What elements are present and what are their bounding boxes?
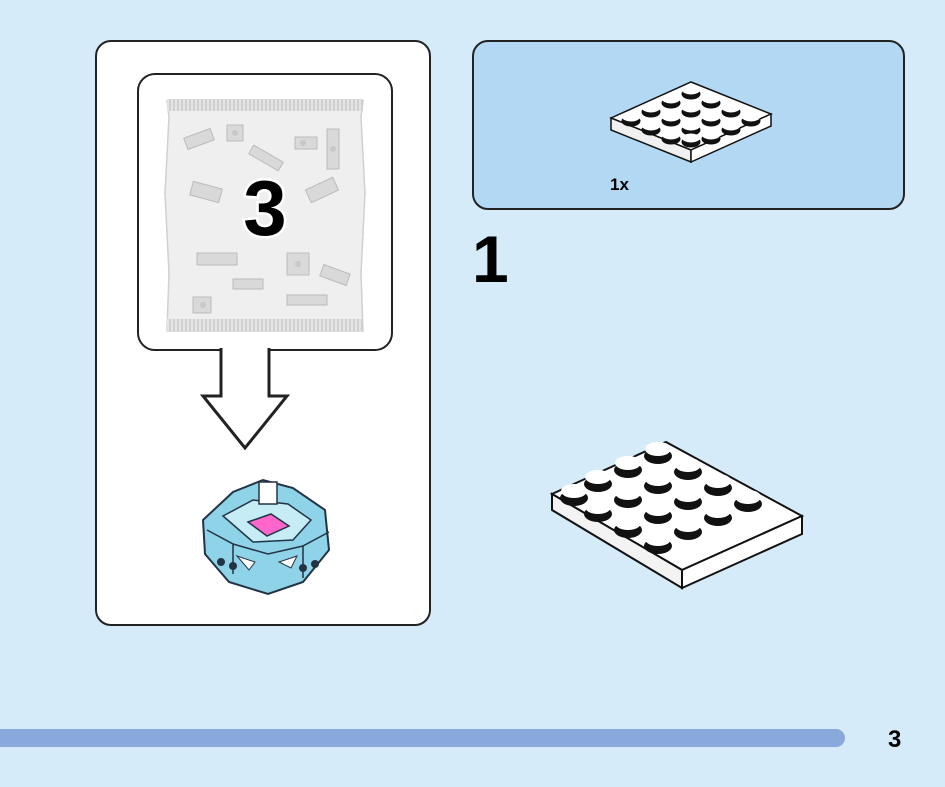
bag-number: 3 xyxy=(139,75,391,349)
completed-model-icon xyxy=(201,478,331,596)
part-quantity: 1x xyxy=(610,175,629,194)
plate-4x4-build-icon xyxy=(549,440,805,590)
plate-4x4-icon xyxy=(609,81,773,164)
parts-bag-icon xyxy=(164,99,366,332)
bag-panel: 3 xyxy=(95,40,431,626)
parts-list-panel: 1x xyxy=(472,40,905,210)
arrow-down-icon xyxy=(199,348,291,451)
page-number: 3 xyxy=(888,726,902,753)
step-number: 1 xyxy=(472,222,509,296)
progress-bar xyxy=(0,729,845,747)
bag-number-label: 3 xyxy=(241,161,289,254)
bag-frame: 3 xyxy=(137,73,393,351)
